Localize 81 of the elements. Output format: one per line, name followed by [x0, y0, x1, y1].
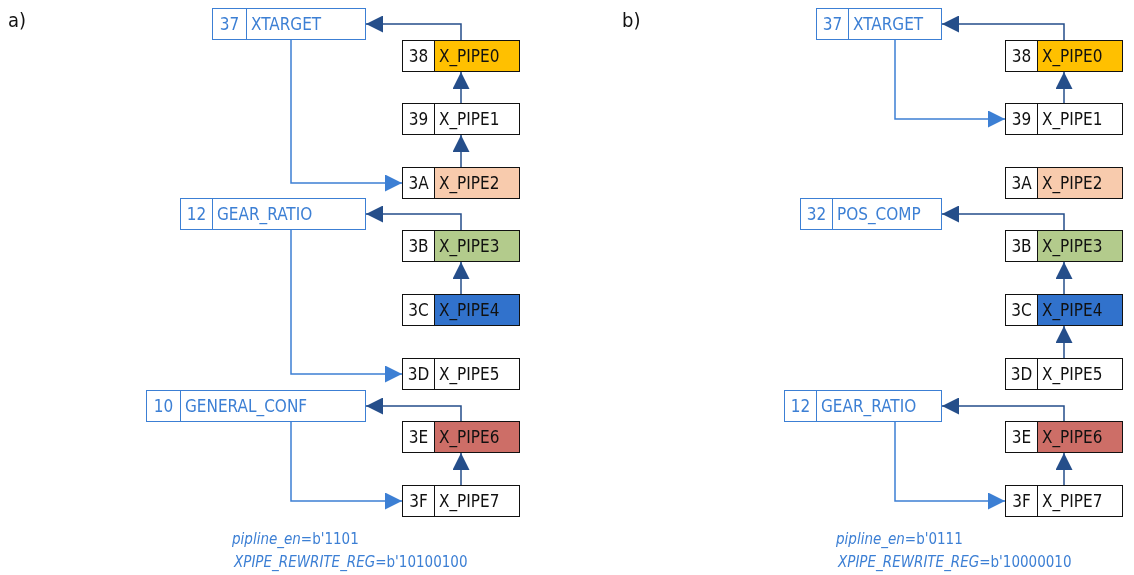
register-value-note: XPIPE_REWRITE_REG=b'10000010 — [838, 553, 1072, 571]
pipe-register-box — [402, 485, 520, 517]
register-address: 12 — [785, 391, 817, 421]
arrow — [290, 229, 403, 383]
arrow — [1055, 325, 1073, 359]
arrow — [941, 397, 1065, 422]
arrow — [290, 421, 403, 510]
register-name: X_PIPE6 — [1038, 422, 1122, 452]
register-value-note: XPIPE_REWRITE_REG=b'10100100 — [234, 553, 468, 571]
register-address: 37 — [817, 9, 849, 39]
register-address: 39 — [403, 104, 435, 134]
register-name: X_PIPE5 — [1041, 363, 1104, 387]
register-name: X_PIPE4 — [435, 295, 519, 325]
register-value-note: pipline_en=b'0111 — [836, 530, 963, 548]
register-address: 39 — [1006, 104, 1038, 134]
register-name: X_PIPE0 — [435, 41, 519, 71]
pipe-register-box — [402, 103, 520, 135]
register-address: 12 — [181, 199, 213, 229]
register-name: GEAR_RATIO — [820, 395, 918, 419]
register-name: XTARGET — [250, 13, 323, 36]
arrow — [365, 205, 462, 231]
register-box — [180, 198, 366, 230]
register-name: X_PIPE2 — [435, 168, 519, 198]
arrow — [452, 71, 470, 104]
arrow — [452, 452, 470, 486]
pipe-register-box — [402, 230, 520, 262]
panel-label: a) — [8, 8, 27, 32]
register-address: 3D — [403, 359, 435, 389]
arrow — [941, 205, 1065, 231]
register-box — [146, 390, 366, 422]
arrow — [452, 261, 470, 295]
arrow — [941, 15, 1065, 41]
register-address: 3F — [1006, 486, 1038, 516]
register-name: GEAR_RATIO — [216, 203, 314, 227]
pipe-register-box — [402, 421, 520, 453]
pipe-register-box — [402, 294, 520, 326]
pipe-register-box — [1005, 485, 1123, 517]
pipe-register-box — [1005, 40, 1123, 72]
register-name: X_PIPE3 — [435, 231, 519, 261]
register-name: X_PIPE3 — [1038, 231, 1122, 261]
pipe-register-box — [402, 40, 520, 72]
register-name: X_PIPE0 — [1038, 41, 1122, 71]
arrow — [1055, 71, 1073, 104]
register-address: 32 — [801, 199, 833, 229]
pipe-register-box — [1005, 358, 1123, 390]
arrow — [894, 39, 1006, 128]
register-name: X_PIPE7 — [1041, 490, 1104, 514]
register-name: X_PIPE6 — [435, 422, 519, 452]
register-name: X_PIPE1 — [1041, 108, 1104, 132]
register-name: POS_COMP — [836, 203, 922, 227]
register-address: 10 — [147, 391, 181, 421]
arrow — [894, 421, 1006, 510]
arrow — [365, 397, 462, 422]
register-box — [800, 198, 942, 230]
register-name: XTARGET — [852, 13, 925, 36]
pipe-register-box — [402, 358, 520, 390]
arrow — [365, 15, 462, 41]
register-name: GENERAL_CONF — [184, 395, 309, 419]
register-box — [212, 8, 366, 40]
pipe-register-box — [1005, 230, 1123, 262]
register-box — [784, 390, 942, 422]
arrow — [452, 134, 470, 168]
register-name: X_PIPE1 — [438, 108, 501, 132]
panel-label: b) — [622, 8, 641, 32]
register-address: 3D — [1006, 359, 1038, 389]
arrow — [290, 39, 403, 192]
register-address: 37 — [213, 9, 247, 39]
register-name: X_PIPE2 — [1038, 168, 1122, 198]
register-address: 3F — [403, 486, 435, 516]
register-name: X_PIPE7 — [438, 490, 501, 514]
pipe-register-box — [1005, 103, 1123, 135]
pipe-register-box — [1005, 167, 1123, 199]
register-name: X_PIPE5 — [438, 363, 501, 387]
register-value-note: pipline_en=b'1101 — [232, 530, 359, 548]
pipe-register-box — [402, 167, 520, 199]
pipe-register-box — [1005, 294, 1123, 326]
register-box — [816, 8, 942, 40]
arrow — [1055, 452, 1073, 486]
pipe-register-box — [1005, 421, 1123, 453]
register-name: X_PIPE4 — [1038, 295, 1122, 325]
arrow — [1055, 261, 1073, 295]
